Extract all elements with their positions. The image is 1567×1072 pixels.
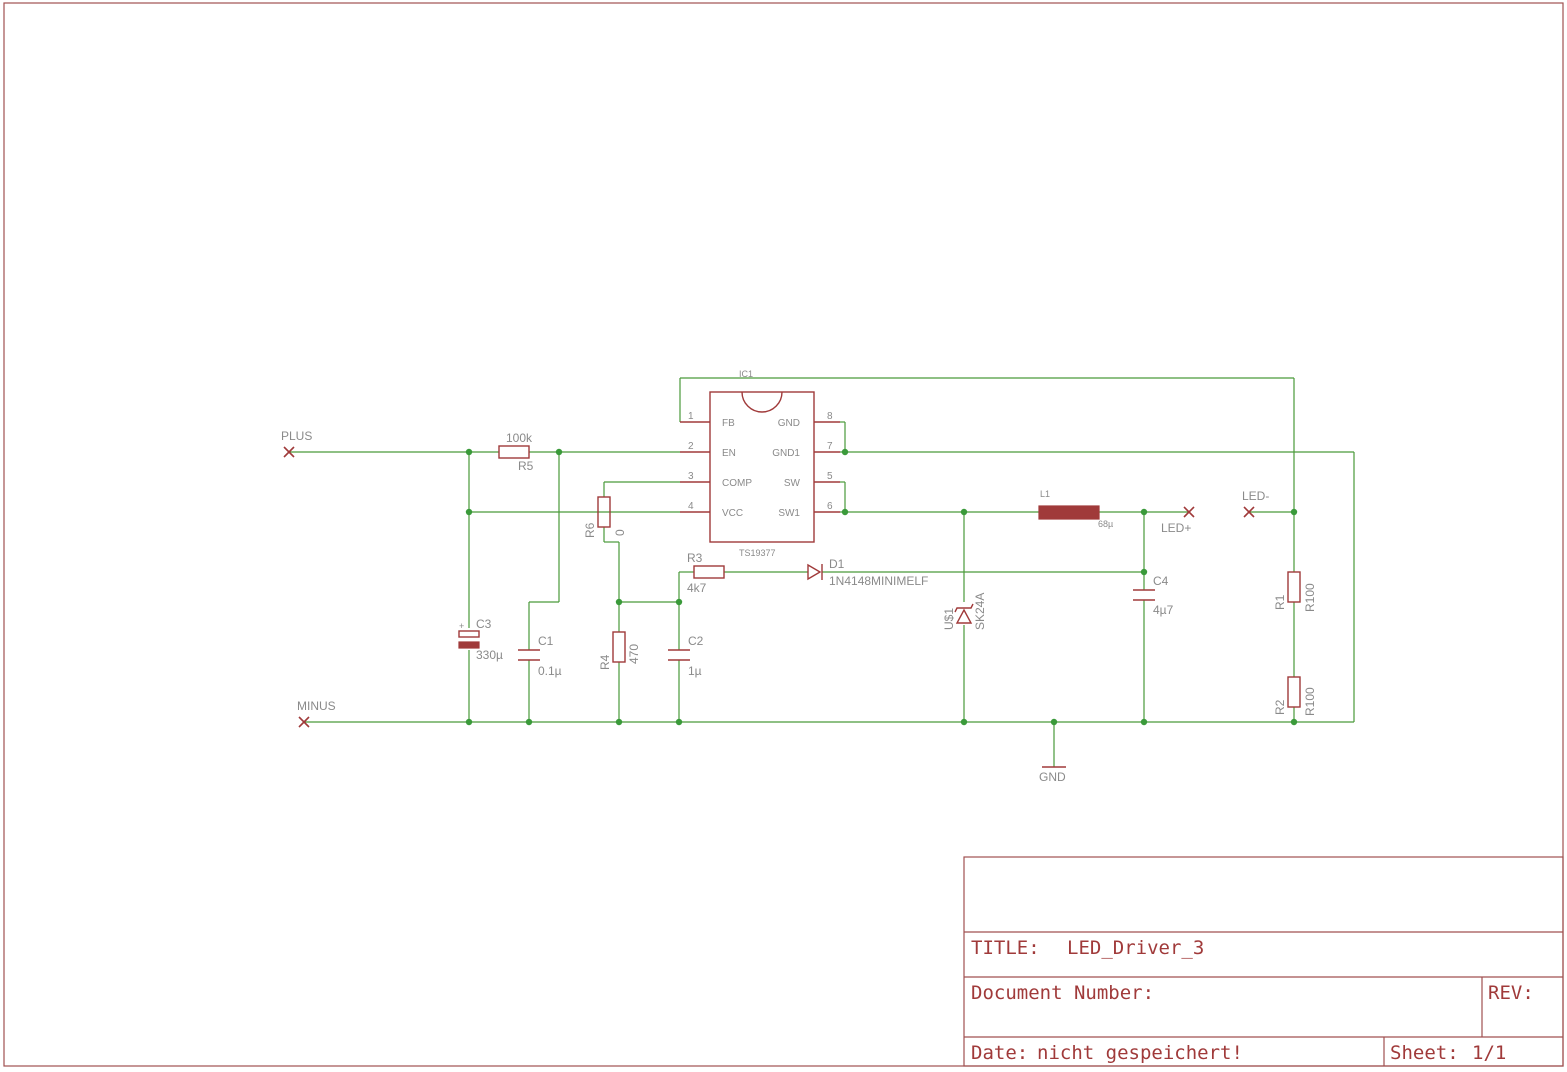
r5-value: 100k [506, 431, 533, 445]
c3-plus-sign: + [459, 621, 464, 631]
ground-symbol: GND [1039, 766, 1066, 784]
date-label: Date: [971, 1042, 1028, 1064]
r6-name: R6 [583, 522, 597, 538]
led-minus-label: LED- [1242, 489, 1269, 503]
r6-value: 0 [613, 529, 627, 536]
l1-value: 68µ [1098, 519, 1113, 529]
r3-name: R3 [687, 551, 703, 565]
pin-7-num: 7 [827, 441, 833, 452]
pin-2-name: EN [722, 448, 736, 459]
title-label: TITLE: [971, 937, 1040, 959]
minus-label: MINUS [297, 699, 336, 713]
c2-value: 1µ [688, 664, 702, 678]
resistor-r3[interactable]: R3 4k7 [687, 551, 725, 595]
resistor-r5[interactable]: 100k R5 [498, 431, 534, 473]
pin-5-name: SW [784, 478, 801, 489]
c4-name: C4 [1153, 574, 1169, 588]
led-minus-connector[interactable]: LED- [1242, 489, 1269, 518]
document-number-label: Document Number: [971, 982, 1154, 1004]
c2-name: C2 [688, 634, 704, 648]
ic-type: TS19377 [739, 548, 776, 558]
r5-name: R5 [518, 459, 534, 473]
u1-value: SK24A [973, 593, 987, 630]
capacitor-c1[interactable]: C1 0.1µ [518, 634, 562, 678]
sheet-label: Sheet: [1390, 1042, 1459, 1064]
r4-value: 470 [627, 644, 641, 664]
plus-label: PLUS [281, 429, 312, 443]
led-plus-label: LED+ [1161, 521, 1191, 535]
pin-1-num: 1 [688, 411, 694, 422]
schottky-diode-u1[interactable]: U$1 SK24A [942, 593, 987, 630]
c4-value: 4µ7 [1153, 603, 1174, 617]
sheet-frame [3, 2, 1564, 1067]
pin-8-name: GND [778, 418, 800, 429]
pin-6-name: SW1 [778, 508, 800, 519]
pin-1-name: FB [722, 418, 735, 429]
title-value: LED_Driver_3 [1067, 937, 1204, 959]
l1-name: L1 [1040, 489, 1050, 499]
title-block: TITLE: LED_Driver_3 Document Number: REV… [963, 856, 1564, 1067]
gnd-label: GND [1039, 770, 1066, 784]
pin-3-name: COMP [722, 478, 752, 489]
plus-connector[interactable]: PLUS [281, 429, 312, 458]
date-value: nicht gespeichert! [1037, 1042, 1243, 1064]
pin-4-num: 4 [688, 501, 694, 512]
rev-label: REV: [1488, 982, 1534, 1004]
pin-4-name: VCC [722, 508, 743, 519]
c3-name: C3 [476, 617, 492, 631]
c1-name: C1 [538, 634, 554, 648]
resistor-r4[interactable]: R4 470 [598, 631, 641, 670]
r4-name: R4 [598, 654, 612, 670]
r2-name: R2 [1273, 699, 1287, 715]
ic1-chip[interactable]: IC1 TS19377 1 2 3 4 FB EN COMP VCC 8 7 5… [680, 369, 840, 558]
resistor-r6[interactable]: R6 0 [583, 496, 627, 538]
pin-5-num: 5 [827, 471, 833, 482]
d1-value: 1N4148MINIMELF [829, 574, 928, 588]
d1-name: D1 [829, 557, 845, 571]
c1-value: 0.1µ [538, 664, 562, 678]
ic-name: IC1 [739, 369, 753, 379]
minus-connector[interactable]: MINUS [297, 699, 336, 728]
diode-d1[interactable]: D1 1N4148MINIMELF [807, 557, 928, 588]
inductor-l1[interactable]: L1 68µ [1038, 489, 1113, 529]
capacitor-c2[interactable]: C2 1µ [668, 634, 704, 678]
c3-value: 330µ [476, 648, 503, 662]
resistor-r1[interactable]: R1 R100 [1273, 571, 1317, 612]
pin-2-num: 2 [688, 441, 694, 452]
r3-value: 4k7 [687, 581, 707, 595]
pin-6-num: 6 [827, 501, 833, 512]
r2-value: R100 [1303, 687, 1317, 716]
resistor-r2[interactable]: R2 R100 [1273, 676, 1317, 716]
r1-name: R1 [1273, 594, 1287, 610]
sheet-value: 1/1 [1472, 1042, 1506, 1064]
led-plus-connector[interactable]: LED+ [1161, 506, 1195, 535]
capacitor-c4[interactable]: C4 4µ7 [1133, 574, 1174, 617]
wires [289, 377, 1355, 767]
junctions [465, 448, 1298, 726]
pin-7-name: GND1 [772, 448, 800, 459]
u1-name: U$1 [942, 608, 956, 630]
pin-8-num: 8 [827, 411, 833, 422]
r1-value: R100 [1303, 583, 1317, 612]
pin-3-num: 3 [688, 471, 694, 482]
capacitor-c3[interactable]: + C3 330µ [458, 617, 503, 662]
